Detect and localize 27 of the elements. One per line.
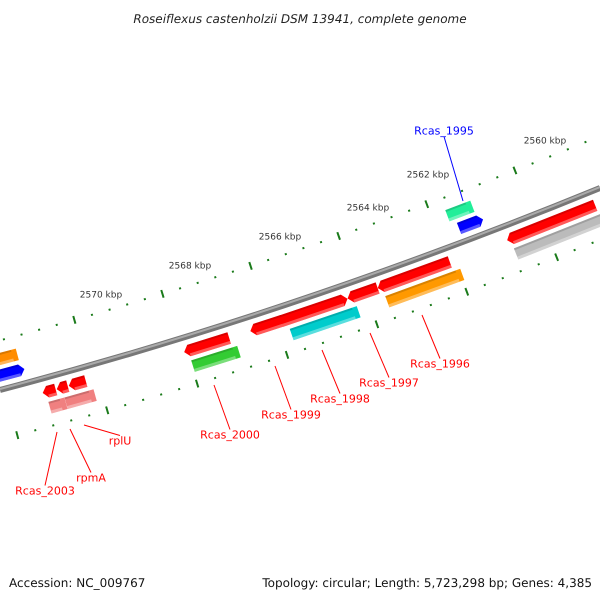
- leader-line: [370, 332, 390, 378]
- gene-label: Rcas_1998: [310, 392, 370, 406]
- gene-label: Rcas_1997: [359, 376, 419, 390]
- leader-line: [44, 432, 58, 486]
- scale-label: 2570 kbp: [80, 289, 122, 302]
- gene-label: Rcas_1999: [261, 408, 321, 422]
- leader-line: [84, 424, 120, 436]
- leader-line: [274, 366, 292, 410]
- gene-label: rpmA: [76, 472, 106, 484]
- title: Roseiflexus castenholzii DSM 13941, complete genome: [132, 11, 468, 28]
- leader-line: [322, 350, 340, 394]
- scale-label: 2560 kbp: [524, 135, 566, 148]
- gene-label: Rcas_1995: [414, 124, 474, 138]
- leader-line: [70, 428, 92, 473]
- gene-label: Rcas_2000: [200, 428, 260, 442]
- genome-summary: Topology: circular; Length: 5,723,298 bp; Genes: 4,385: [262, 575, 592, 592]
- scale-label: 2568 kbp: [168, 260, 212, 274]
- scale-label: 2562 kbp: [406, 169, 450, 182]
- leader-line: [422, 314, 440, 359]
- gene-label: Rcas_2003: [15, 484, 75, 498]
- leader-line: [444, 136, 464, 202]
- gene-label: rplU: [108, 434, 132, 448]
- leader-line: [214, 384, 230, 430]
- scale-label: 2566 kbp: [258, 231, 302, 244]
- accession-note: Accession: NC_009767: [9, 575, 146, 592]
- scale-label: 2564 kbp: [346, 202, 390, 216]
- gene-label: Rcas_1996: [410, 358, 470, 370]
